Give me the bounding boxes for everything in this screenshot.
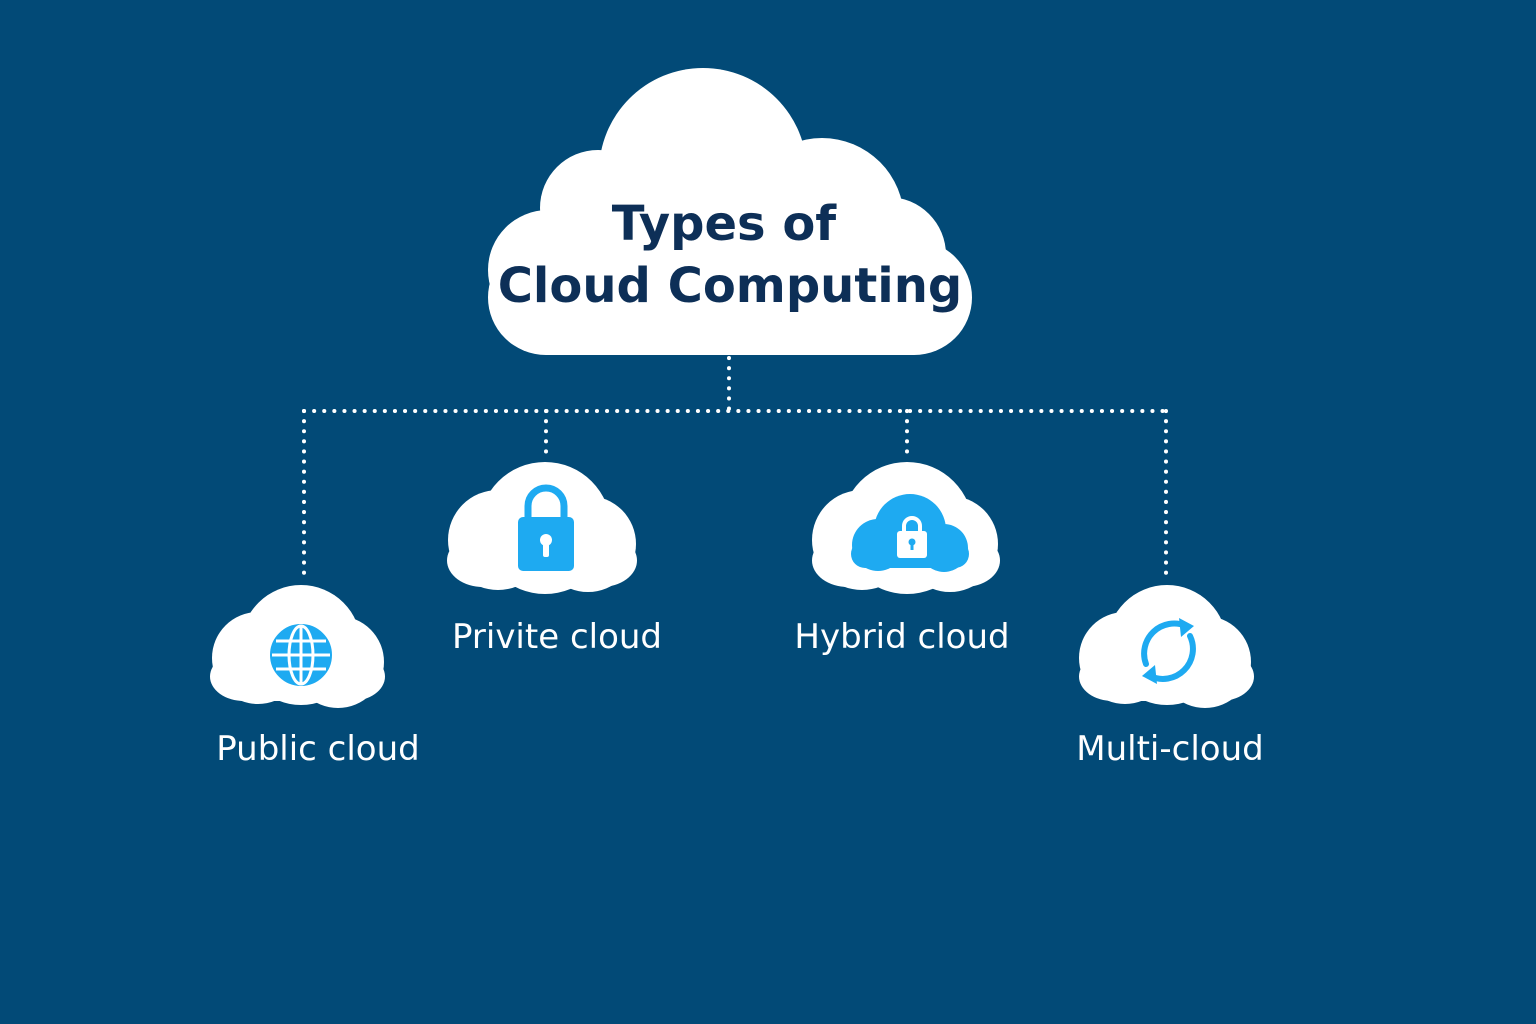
node-label-hybrid: Hybrid cloud [794, 617, 1009, 657]
multi-cloud-shape [1079, 585, 1254, 708]
sync-icon [1141, 618, 1196, 684]
lock-icon [518, 484, 574, 571]
node-label-multi: Multi-cloud [1076, 729, 1263, 769]
node-multi-cloud: Multi-cloud [1076, 585, 1264, 769]
node-label-private: Privite cloud [452, 617, 662, 657]
node-public-cloud: Public cloud [210, 585, 420, 769]
cloud-lock-icon [851, 494, 969, 572]
diagram-title-line2: Cloud Computing [498, 258, 963, 314]
node-hybrid-cloud: Hybrid cloud [794, 462, 1010, 657]
title-cloud [488, 68, 972, 355]
connector-lines [302, 356, 1168, 577]
diagram-title-line1: Types of [612, 196, 838, 252]
globe-icon [270, 624, 332, 686]
node-private-cloud: Privite cloud [447, 462, 662, 657]
node-label-public: Public cloud [216, 729, 420, 769]
